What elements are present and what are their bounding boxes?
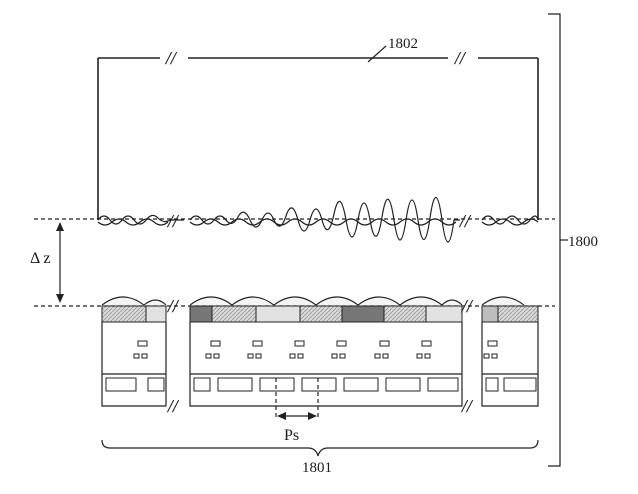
rough-surface-line	[97, 196, 539, 243]
break-mark-top-right: //	[453, 49, 467, 67]
label-sensor: 1801	[302, 460, 332, 476]
gap-arrow	[56, 222, 64, 303]
break-mark-surface-left: //	[166, 212, 180, 230]
label-device: 1800	[568, 234, 598, 250]
break-mark-surface-right: //	[458, 212, 472, 230]
label-gap: Δ z	[30, 250, 51, 267]
break-mark-top-left: //	[164, 49, 178, 67]
label-scene: 1802	[388, 36, 418, 52]
break-mark-sensor-top-left: //	[166, 297, 180, 315]
label-pitch: Ps	[284, 427, 299, 444]
wiring-layer	[133, 340, 498, 359]
brace-1801	[101, 439, 539, 457]
microlens-row	[101, 296, 525, 306]
sensor-array: // // // //	[101, 296, 539, 415]
pitch-indicator	[275, 378, 319, 420]
scene-object-box: // // // //	[97, 49, 539, 243]
photodiode-row	[105, 377, 537, 392]
sensor-body-left	[101, 322, 166, 407]
break-mark-sensor-top-right: //	[460, 297, 474, 315]
bracket-1800	[548, 13, 561, 467]
break-mark-sensor-bottom-right: //	[460, 397, 474, 415]
color-filter-row	[101, 305, 539, 323]
break-mark-sensor-bottom-left: //	[166, 397, 180, 415]
leader-1802	[367, 45, 387, 63]
